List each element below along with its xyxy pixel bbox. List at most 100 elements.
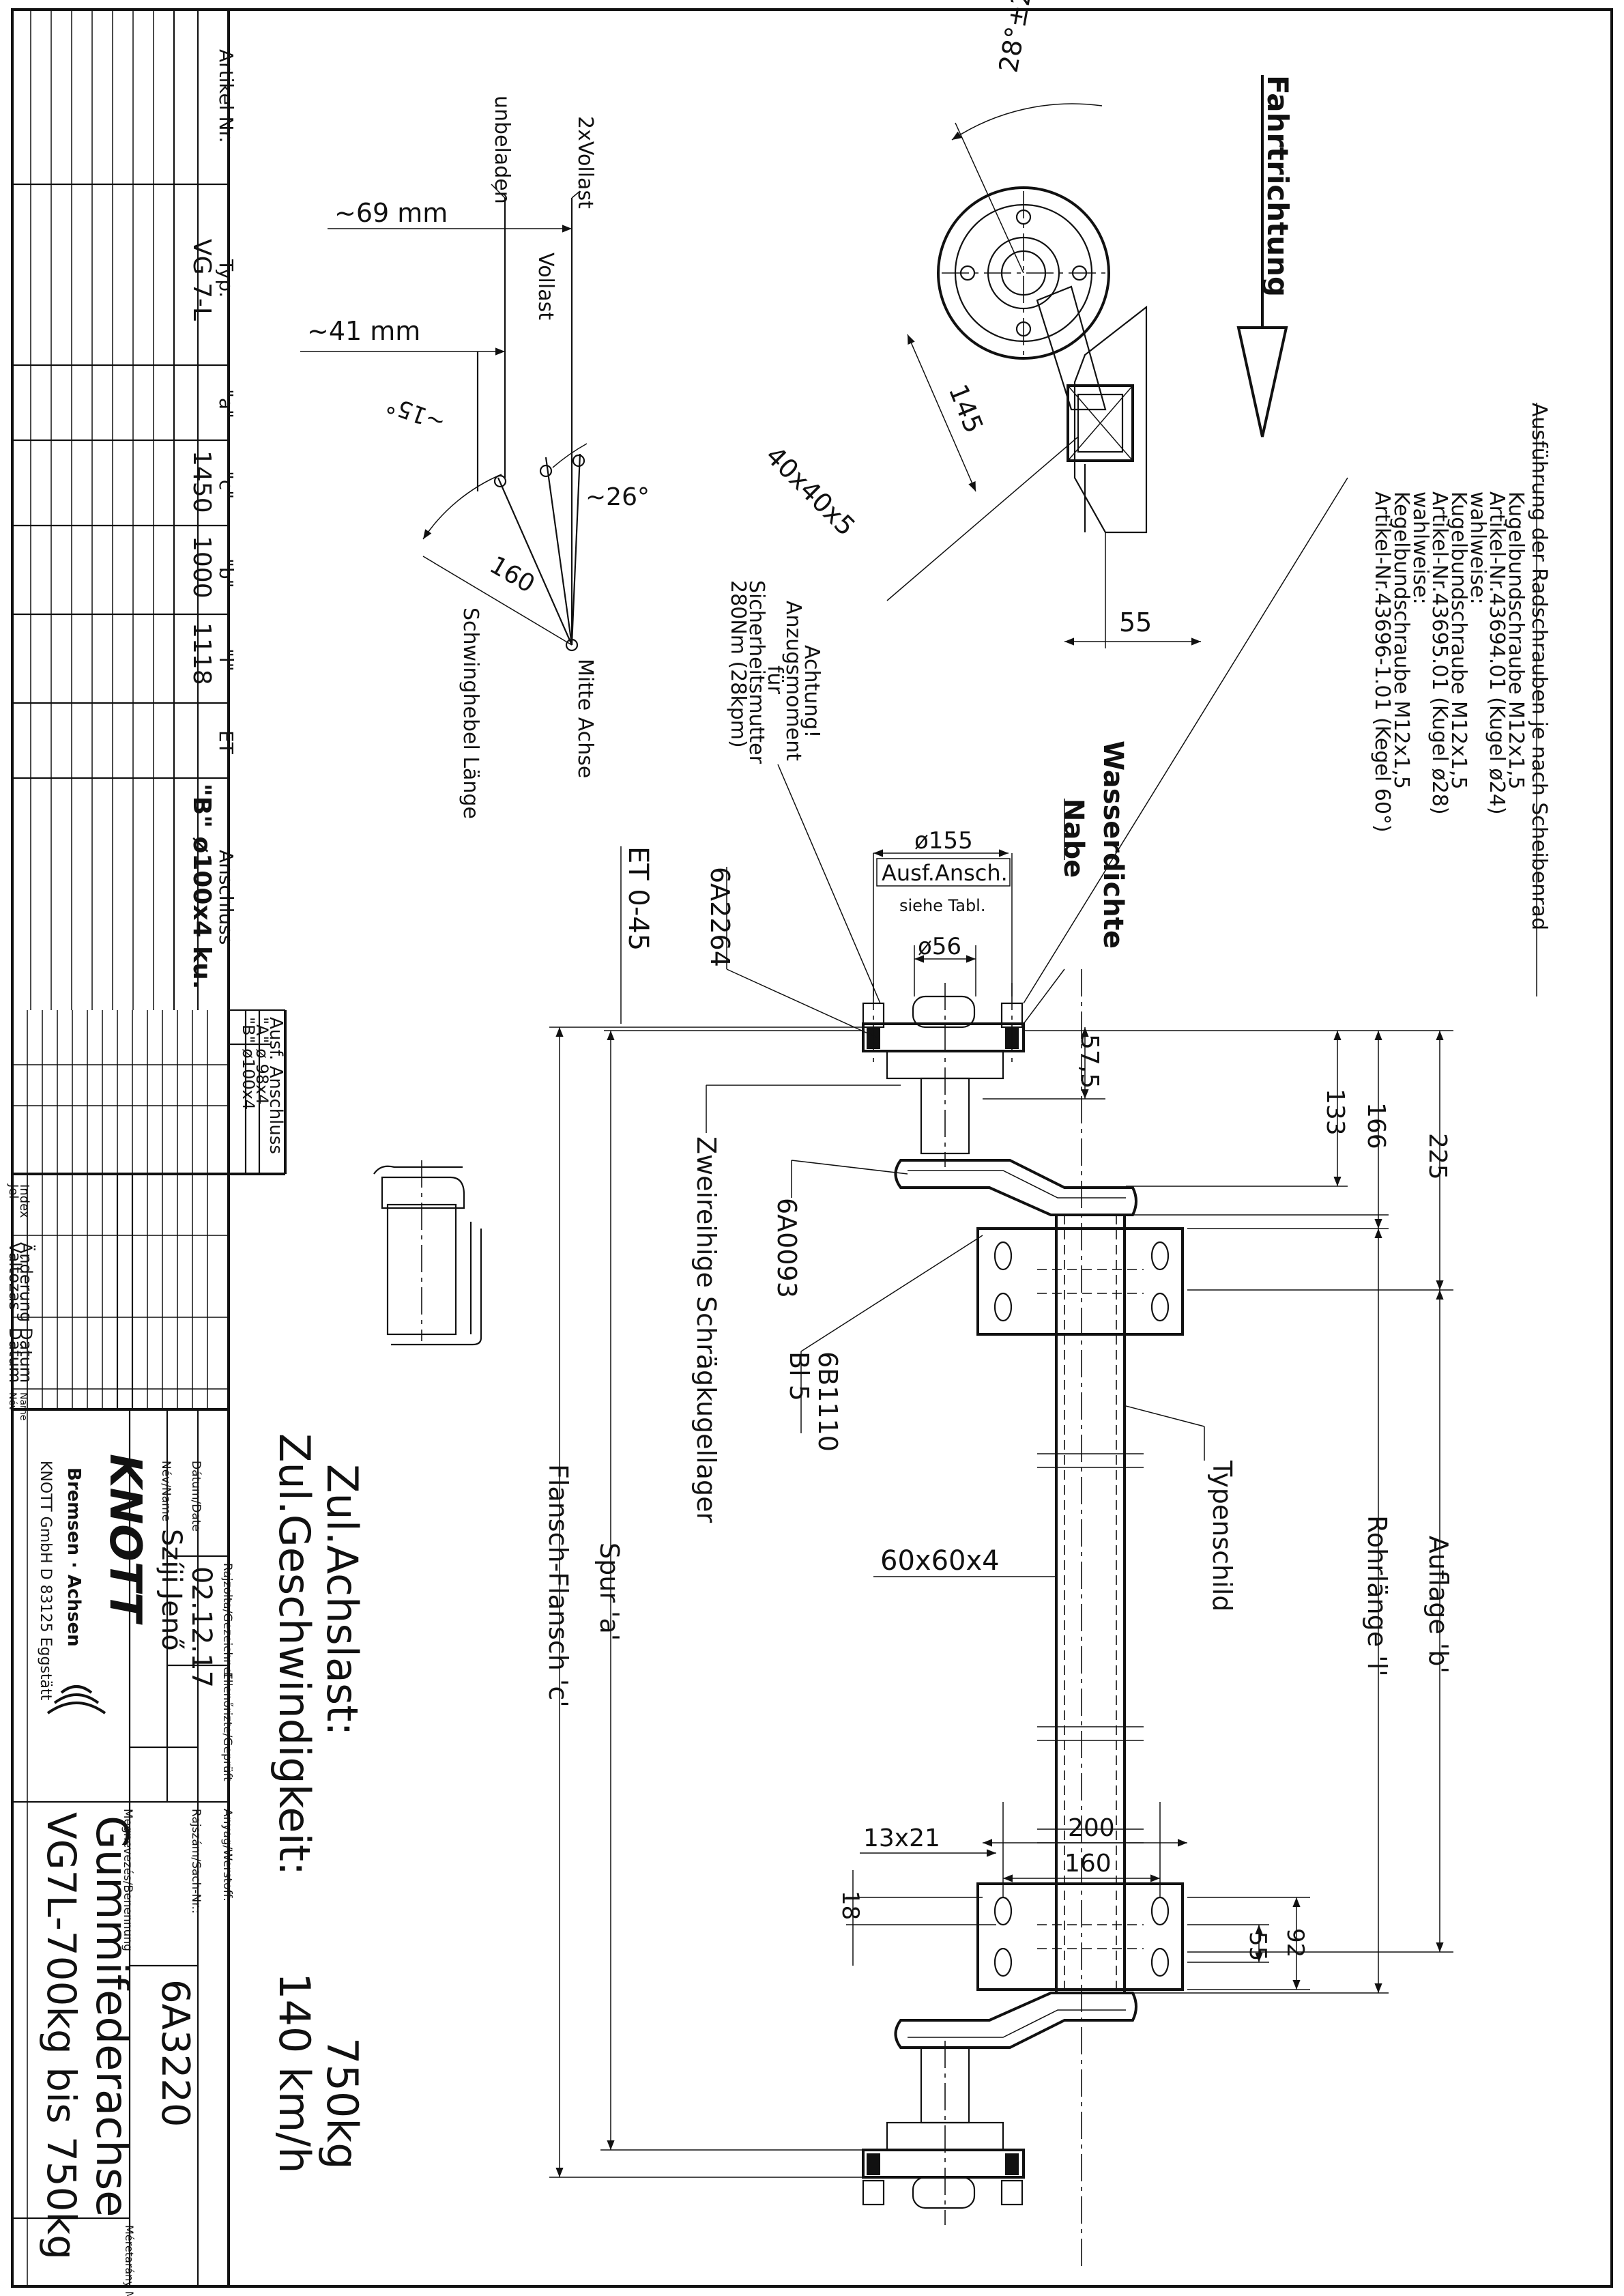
logo-subtitle: Bremsen · Achsen bbox=[63, 1467, 84, 1647]
article-header-b: "b" bbox=[215, 558, 237, 588]
dim-133: 133 bbox=[1321, 1089, 1349, 1136]
label-see-table: siehe Tabl. bbox=[899, 896, 985, 915]
dim-41mm: ~41 mm bbox=[307, 316, 420, 346]
drawing-number: 6A3220 bbox=[153, 1979, 197, 2127]
angle-26: ~26° bbox=[585, 483, 650, 511]
rev-name-label: Name bbox=[18, 1392, 29, 1420]
side-detail-view bbox=[373, 1160, 482, 1346]
direction-view: Fahrtrichtung 28°±2° 145 40x40x5 bbox=[760, 0, 1294, 648]
dim-18: 18 bbox=[837, 1891, 864, 1920]
article-cell-l: 1118 bbox=[188, 622, 216, 685]
dim-225: 225 bbox=[1423, 1133, 1451, 1180]
bolt-note-line2: Kugelbundschraube M12x1,5 bbox=[1504, 491, 1528, 790]
dim-166: 166 bbox=[1362, 1102, 1390, 1149]
article-header-l: "l" bbox=[215, 648, 237, 672]
article-cell-c: 1450 bbox=[188, 450, 216, 513]
load-spec: Zul.Achslast: 750kg Zul.Geschwindigkeit:… bbox=[270, 1433, 367, 2174]
material-label: Anyag/Werstoff: bbox=[220, 1809, 234, 1902]
designation-line-2: VG7L-700kg bis 750kg bbox=[38, 1812, 85, 2260]
title-block-text: KNOTT Bremsen · Achsen KNOTT GmbH D 8312… bbox=[37, 1454, 234, 2296]
axle-load-label: Zul.Achslast: bbox=[317, 1464, 367, 1736]
rev-change-label: Änderung bbox=[16, 1242, 36, 1322]
logo-text: KNOTT bbox=[100, 1454, 150, 1625]
article-cell-type: VG 7-L bbox=[188, 239, 216, 321]
date-label: Dátum/Date bbox=[189, 1461, 203, 1532]
part-6a2264: 6A2264 bbox=[705, 867, 735, 967]
drawn-label: Rajzolta/Gezeichnet bbox=[220, 1563, 234, 1679]
label-hub: Nabe bbox=[1058, 799, 1089, 878]
title-block bbox=[12, 10, 287, 2286]
swing-arm-angle-view: 2xVollast unbeladen Vollast ~69 mm ~41 m… bbox=[300, 96, 650, 819]
bolt-note-line7: wahlweise: bbox=[1408, 491, 1432, 605]
article-header-a: "a" bbox=[215, 389, 237, 418]
article-header-connection: Anschluss bbox=[215, 850, 237, 945]
angle-28: 28°±2° bbox=[994, 0, 1040, 75]
bolt-note-line3: Artikel-Nr.43694.01 (Kugel ø24) bbox=[1485, 491, 1509, 815]
bolt-note-line8: Kegelbundschraube M12x1,5 bbox=[1389, 491, 1413, 789]
bolt-note-line5: Kugelbundschraube M12x1,5 bbox=[1447, 491, 1470, 790]
label-tube-profile: 60x60x4 bbox=[880, 1545, 1000, 1577]
dim-dia-56: ø56 bbox=[918, 933, 961, 960]
article-header-c: "c" bbox=[215, 471, 237, 499]
torque-line2: Anzugsmoment bbox=[781, 601, 805, 761]
axle-load-value: 750kg bbox=[317, 2037, 367, 2170]
company-logo: KNOTT Bremsen · Achsen KNOTT GmbH D 8312… bbox=[37, 1454, 150, 1714]
rev-date-label-hu: Dátum bbox=[5, 1328, 25, 1383]
bolt-note-line6: Artikel-Nr.43695.01 (Kugel ø28) bbox=[1427, 491, 1451, 815]
designation-label: Megnevezés/Benennung bbox=[121, 1809, 134, 1951]
scale-label: Méretarány Masstab: bbox=[123, 2225, 136, 2296]
article-cell-connection: "B" ø100x4 ku. bbox=[188, 784, 216, 989]
label-track-a: Spur 'a' bbox=[594, 1542, 624, 1641]
rev-date-label: Datum bbox=[16, 1328, 35, 1383]
rev-index-label: Index bbox=[17, 1184, 31, 1218]
angle-15: ~15° bbox=[383, 390, 449, 436]
name-value: Szíji Jenő bbox=[156, 1529, 187, 1651]
dim-92: 92 bbox=[1281, 1928, 1309, 1957]
speed-label: Zul.Geschwindigkeit: bbox=[270, 1433, 319, 1876]
torque-line1: Achtung! bbox=[800, 645, 824, 738]
dim-145: 145 bbox=[943, 380, 989, 437]
dim-55-plate: 55 bbox=[1244, 1932, 1271, 1961]
label-conn-version: Ausf.Ansch. bbox=[882, 860, 1008, 886]
torque-note: Achtung! Anzugsmoment für Sicherheitsmut… bbox=[726, 580, 881, 1004]
rev-change-label-hu: Változás bbox=[5, 1242, 25, 1310]
part-6b1110: 6B1110 bbox=[813, 1351, 843, 1452]
rev-name-label-hu: Név bbox=[7, 1392, 18, 1411]
torque-line3: für bbox=[763, 665, 787, 695]
date-value: 02.12.17 bbox=[186, 1566, 217, 1688]
label-type-plate: Typenschild bbox=[1207, 1460, 1237, 1611]
connection-row-a: "A" ø 98x4 bbox=[252, 1017, 272, 1104]
dim-200: 200 bbox=[1068, 1814, 1115, 1842]
bolt-note-line4: wahlweise: bbox=[1466, 491, 1490, 605]
profile-40x40x5: 40x40x5 bbox=[760, 440, 861, 541]
dim-55-bracket: 55 bbox=[1119, 607, 1152, 637]
hub-top bbox=[862, 983, 1025, 1167]
label-bearing: Zweireihige Schrägkugellager bbox=[691, 1136, 721, 1523]
connection-table: Ausf. Anschluss "A" ø 98x4 "B" ø100x4 bbox=[229, 1010, 286, 1174]
dim-57-5: 57,5 bbox=[1075, 1034, 1103, 1089]
designation-line-1: Gummifederachse bbox=[86, 1816, 136, 2218]
label-support-b: Auflage 'b' bbox=[1423, 1536, 1453, 1674]
bolt-note-line9: Artikel-Nr.43696-1.01 (Kegel 60°) bbox=[1370, 491, 1394, 833]
label-double-load: 2xVollast bbox=[573, 116, 597, 209]
article-cell-b: 1000 bbox=[188, 536, 216, 599]
drawing-no-label: Rajszám/Sach-Nr.: bbox=[189, 1809, 203, 1914]
bolt-note: Ausführung der Radschrauben je nach Sche… bbox=[1023, 403, 1551, 1004]
length-160: 160 bbox=[485, 551, 540, 599]
connection-table-header: Ausf. Anschluss bbox=[265, 1017, 286, 1154]
article-header-artnr: Artikel Nr. bbox=[215, 49, 237, 143]
sheet-bl5: Bl 5 bbox=[784, 1351, 814, 1401]
axle-annotations: Typenschild 60x60x4 Auflage 'b' Rohrläng… bbox=[543, 1027, 1453, 2178]
label-axle-center: Mitte Achse bbox=[573, 659, 597, 778]
company-address: KNOTT GmbH D 83125 Eggstätt bbox=[37, 1461, 54, 1701]
torque-line4: Sicherheitsmutter bbox=[744, 580, 768, 764]
label-waterproof: Wasserdichte bbox=[1097, 741, 1129, 949]
hub-bottom bbox=[862, 2041, 1025, 2225]
dim-160: 160 bbox=[1064, 1850, 1112, 1878]
hub-annotations: Wasserdichte Nabe ø155 Ausf.Ansch. siehe… bbox=[604, 741, 1453, 1523]
label-arm-length: Schwinghebel Länge bbox=[459, 607, 482, 819]
speed-value: 140 km/h bbox=[270, 1972, 319, 2174]
article-table: Artikel Nr. Typ. "a" "c" "b" "l" ET Ansc… bbox=[12, 10, 237, 1010]
rev-index-label-hu: Jel bbox=[6, 1183, 20, 1199]
